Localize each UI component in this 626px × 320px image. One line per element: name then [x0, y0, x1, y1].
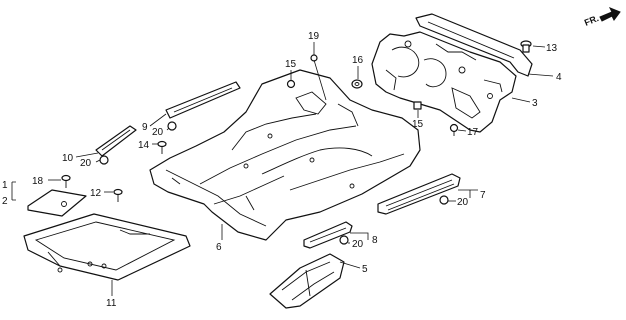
part-dash-strip — [415, 13, 533, 77]
callout-9: 9 — [142, 122, 148, 133]
arrow-icon — [599, 7, 621, 22]
part-rear-cover-5 — [269, 253, 345, 309]
part-small-mat-1-2 — [27, 189, 87, 217]
callout-11: 11 — [106, 298, 117, 309]
screw-14 — [157, 140, 167, 154]
callout-20-upper: 20 — [152, 127, 164, 138]
callout-12: 12 — [90, 188, 102, 199]
clip-20-upper — [167, 121, 177, 131]
fasteners — [61, 40, 532, 245]
clip-15-left — [286, 79, 296, 89]
callout-10: 10 — [62, 153, 74, 164]
clip-15-right — [413, 101, 422, 110]
callout-5: 5 — [362, 264, 368, 275]
callout-19: 19 — [308, 31, 320, 42]
part-sill-plate-8 — [303, 221, 353, 249]
callout-15-left: 15 — [285, 59, 297, 70]
leader-lines — [11, 42, 554, 296]
callout-2: 2 — [2, 196, 8, 207]
callout-6: 6 — [216, 242, 222, 253]
callout-7: 7 — [480, 190, 486, 201]
callout-20-right: 20 — [457, 197, 469, 208]
part-trim-10 — [95, 125, 137, 157]
callout-16: 16 — [352, 55, 364, 66]
callout-18: 18 — [32, 176, 44, 187]
callout-17: 17 — [467, 127, 479, 138]
front-direction-marker: FR. — [583, 7, 621, 28]
clip-20-right — [439, 195, 449, 205]
part-sill-plate-7 — [377, 173, 461, 215]
callout-15-right: 15 — [412, 119, 424, 130]
callout-13: 13 — [546, 43, 558, 54]
part-trim-9 — [165, 81, 241, 119]
callout-14: 14 — [138, 140, 150, 151]
clip-17 — [449, 123, 459, 136]
callout-labels: 13 4 3 17 15 15 16 19 14 9 20 10 20 12 1… — [2, 31, 562, 309]
part-floor-carpet — [149, 69, 421, 241]
fr-label: FR. — [583, 13, 600, 28]
screw-12 — [113, 188, 123, 202]
clip-13 — [520, 40, 532, 53]
part-dash-insulator — [371, 31, 517, 133]
screw-18 — [61, 174, 71, 188]
clip-20-lower — [339, 235, 349, 245]
clip-16 — [351, 79, 363, 89]
callout-20-lower: 20 — [352, 239, 364, 250]
part-trunk-mat-11 — [23, 213, 191, 281]
callout-3: 3 — [532, 98, 538, 109]
callout-20-left: 20 — [80, 158, 92, 169]
callout-8: 8 — [372, 235, 378, 246]
callout-1: 1 — [2, 180, 8, 191]
clip-20-left — [99, 155, 109, 165]
callout-4: 4 — [556, 72, 562, 83]
